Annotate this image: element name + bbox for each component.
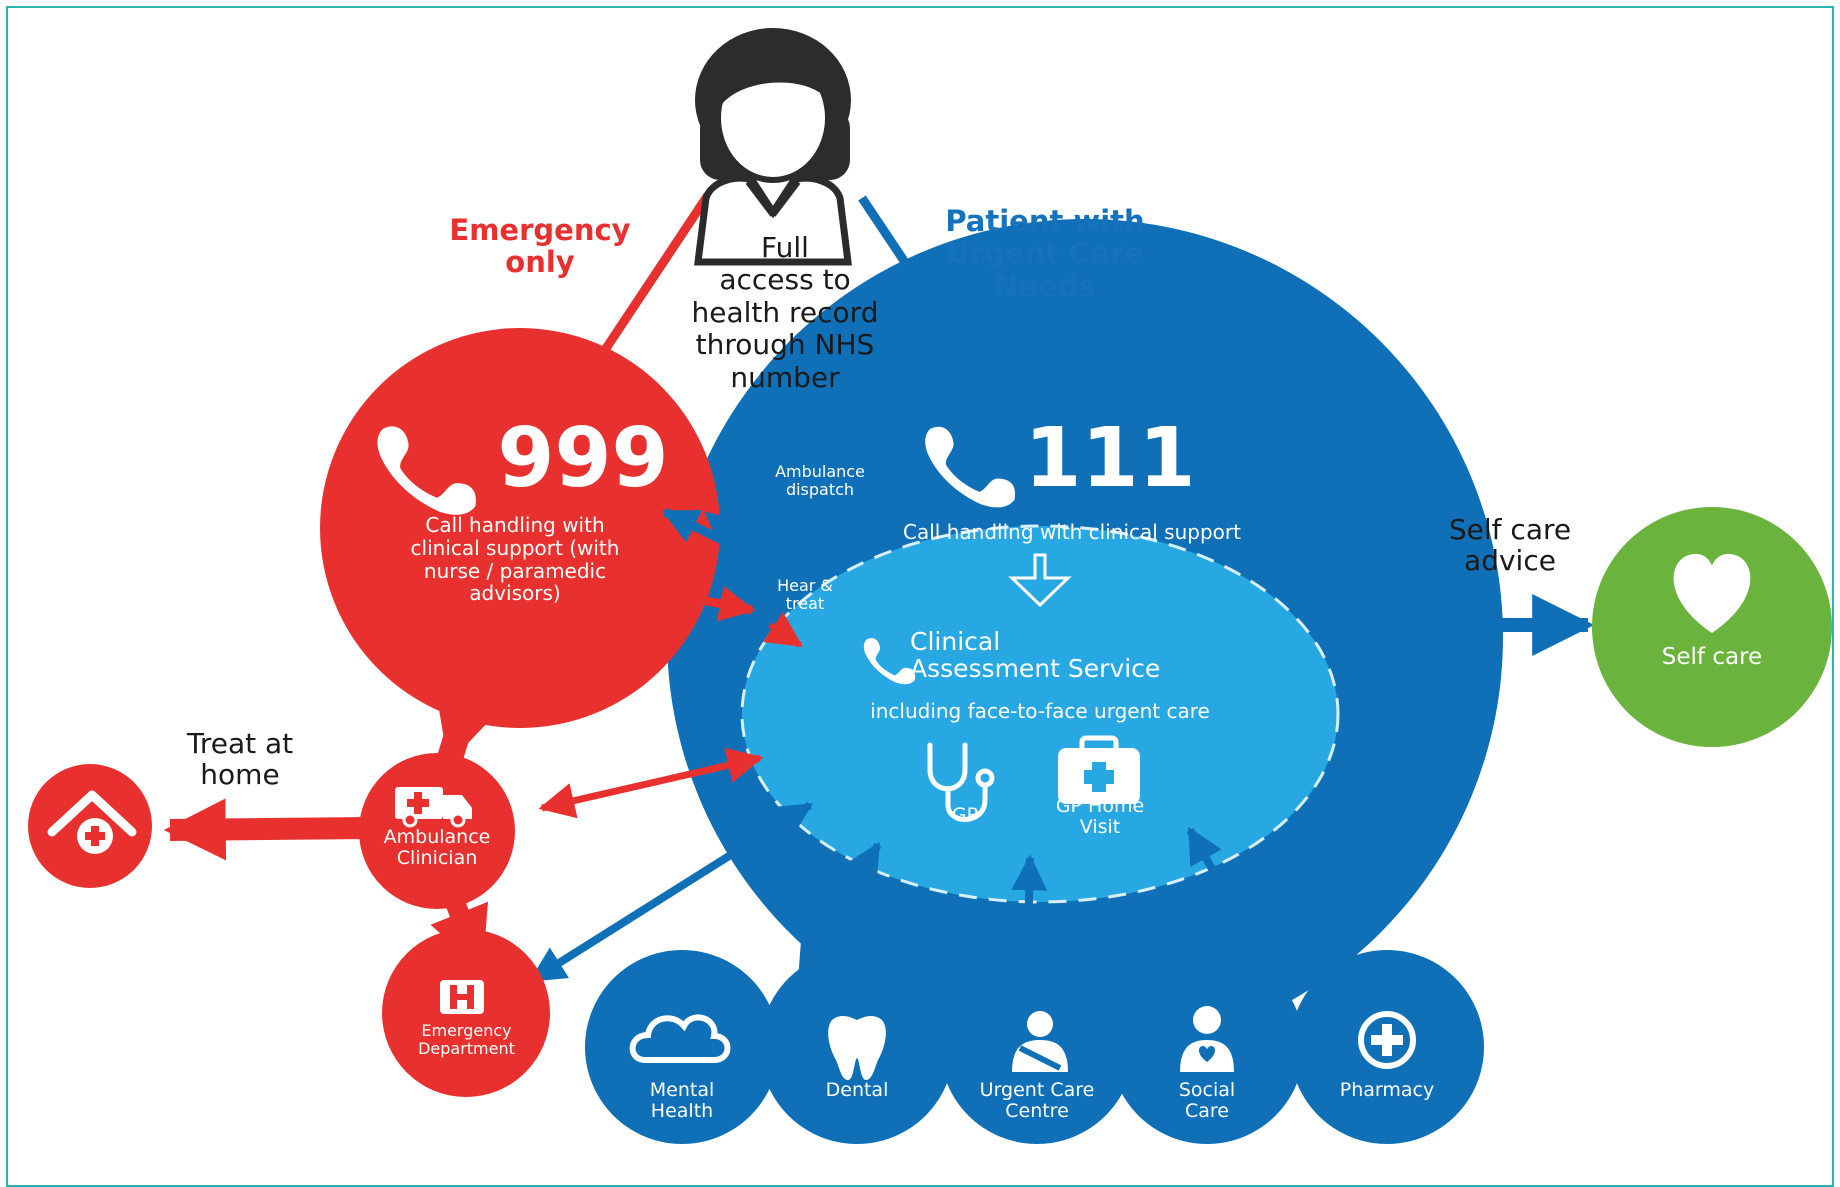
arrow-cas-ed bbox=[528, 801, 814, 984]
circle-999 bbox=[320, 328, 720, 728]
hospital-icon bbox=[440, 980, 484, 1014]
service-label-pharmacy: Pharmacy bbox=[1339, 1079, 1435, 1101]
diagram-frame bbox=[6, 6, 1834, 1187]
person-icon bbox=[694, 28, 852, 266]
arrow-into-cas bbox=[1008, 553, 1072, 608]
service-label-dental: Dental bbox=[825, 1079, 889, 1101]
heart-icon bbox=[1673, 553, 1751, 633]
desc-111: Call handling with clinical support bbox=[903, 520, 1241, 544]
cloud-icon bbox=[629, 1014, 731, 1063]
carer-heart-icon bbox=[1180, 1006, 1234, 1072]
stethoscope-icon bbox=[927, 742, 995, 822]
home-icon bbox=[47, 790, 137, 854]
arrow-cas-ambulance bbox=[538, 747, 764, 819]
cas-subtitle: including face-to-face urgent care bbox=[870, 699, 1210, 723]
cross-circle-icon bbox=[1358, 1011, 1416, 1069]
self-care-label: Self care bbox=[1661, 644, 1763, 670]
arrow-cas-mental-dental bbox=[796, 841, 882, 979]
phone-icon-999 bbox=[377, 426, 476, 515]
patient-sling-icon bbox=[1012, 1011, 1068, 1072]
number-111: 111 bbox=[1024, 411, 1196, 506]
arrow-hear-treat bbox=[652, 552, 756, 622]
gp-label: GP bbox=[951, 804, 979, 826]
phone-icon-111 bbox=[925, 426, 1016, 508]
phone-icon-cas bbox=[863, 638, 916, 685]
arrow-urgent bbox=[858, 195, 989, 385]
hear-treat-label: Hear &treat bbox=[777, 576, 833, 613]
arrow-999-ambulance bbox=[436, 656, 496, 764]
arrow-ambulance-dispatch bbox=[661, 507, 772, 550]
arrow-treat-at-home bbox=[163, 798, 371, 861]
number-999: 999 bbox=[497, 411, 669, 506]
arrow-hear-treat-small bbox=[763, 612, 803, 648]
service-node-mental-health bbox=[585, 950, 779, 1144]
ambulance-icon bbox=[395, 787, 472, 828]
tooth-icon bbox=[828, 1015, 886, 1080]
circle-cas bbox=[740, 524, 1340, 904]
arrow-cas-social bbox=[1186, 826, 1276, 979]
arrow-emergency bbox=[581, 192, 712, 383]
medical-bag-icon bbox=[1058, 735, 1140, 804]
